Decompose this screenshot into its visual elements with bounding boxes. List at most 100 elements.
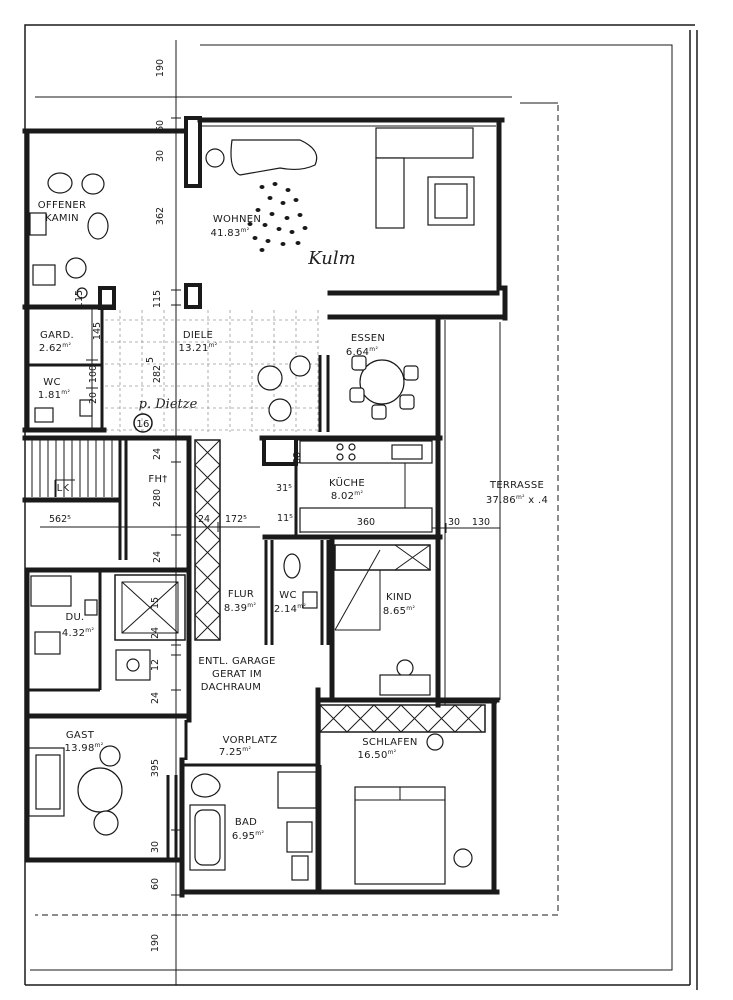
eave-line bbox=[35, 96, 558, 104]
area-unit: m² bbox=[297, 603, 306, 610]
gast-table bbox=[77, 767, 123, 813]
hob-ring bbox=[348, 443, 356, 451]
dim-360: 360 bbox=[357, 517, 375, 528]
dim-24-d: 24 bbox=[150, 627, 161, 639]
dining-chair bbox=[403, 365, 419, 381]
area-value: 8.39 bbox=[224, 603, 247, 614]
walls bbox=[22, 116, 508, 898]
kind-desk bbox=[379, 674, 431, 696]
bad-basin bbox=[190, 773, 221, 798]
plant-dot bbox=[259, 185, 265, 189]
furniture-bedrooms bbox=[28, 659, 473, 885]
piano-stool bbox=[205, 148, 225, 168]
dim-30-terr: 30 bbox=[448, 517, 460, 528]
area-value: 8.02 bbox=[331, 491, 354, 502]
plant-dot bbox=[280, 242, 286, 246]
area-value: 6.64 bbox=[346, 347, 369, 358]
dim-20: 20 bbox=[88, 392, 99, 404]
kind-label: KIND bbox=[386, 592, 412, 603]
marker-number: 16 bbox=[136, 419, 149, 430]
wc-diele-label: WC bbox=[43, 377, 60, 388]
area-unit: m² bbox=[388, 749, 397, 756]
wc-toilet bbox=[79, 399, 93, 417]
wall-flur-right bbox=[264, 540, 274, 645]
wohnen-label: WOHNEN bbox=[213, 214, 261, 225]
schlafen-area: 16.50m² bbox=[358, 749, 397, 761]
cabinet bbox=[115, 649, 151, 681]
dim-24-a: 24 bbox=[152, 448, 163, 460]
dim-115-kueche: 11⁵ bbox=[277, 513, 293, 524]
dim-15: 15 bbox=[150, 597, 161, 609]
plant-dot bbox=[267, 196, 273, 200]
gast-chair bbox=[99, 745, 121, 767]
cabinet-knob bbox=[126, 658, 140, 672]
area-value: 7.25 bbox=[219, 747, 242, 758]
fireplace bbox=[29, 212, 47, 236]
gard-label: GARD. bbox=[40, 330, 74, 341]
dining-chair bbox=[399, 394, 415, 410]
vorplatz-label: VORPLATZ bbox=[223, 735, 278, 746]
bad-toilet bbox=[291, 855, 309, 881]
plant-dot bbox=[280, 201, 286, 205]
flur-area: 8.39m² bbox=[224, 602, 257, 614]
vorplatz-area: 7.25m² bbox=[219, 746, 252, 758]
shaft-cross bbox=[121, 581, 179, 634]
area-unit: m² bbox=[255, 830, 264, 837]
chair bbox=[289, 355, 311, 377]
area-value: 1.81 bbox=[38, 390, 61, 401]
kamin-label-1: OFFENER bbox=[38, 200, 87, 211]
dim-5625: 562⁵ bbox=[49, 514, 71, 525]
area-value: 4.32 bbox=[62, 628, 85, 639]
dim-315: 31⁵ bbox=[276, 483, 292, 494]
plant-dot bbox=[262, 223, 268, 227]
wohnen-area: 41.83m² bbox=[211, 227, 250, 239]
area-value: 13.98 bbox=[65, 743, 95, 754]
schlafen-bed bbox=[354, 786, 446, 885]
dim-30-top: 30 bbox=[155, 150, 166, 162]
terrasse-label: TERRASSE bbox=[489, 480, 544, 491]
hob-ring bbox=[348, 453, 356, 461]
area-unit: m² bbox=[369, 346, 378, 353]
terrace-edge bbox=[438, 322, 501, 704]
terrasse-area: 37.86m² x .4 bbox=[486, 494, 548, 506]
stair-landing-line bbox=[54, 479, 75, 497]
plant-dot bbox=[289, 230, 295, 234]
dim-24-c: 24 bbox=[198, 514, 210, 525]
area-unit: m² bbox=[242, 746, 251, 753]
kueche-area: 8.02m² bbox=[331, 490, 364, 502]
gard-area: 2.62m² bbox=[39, 342, 72, 354]
dim-130: 130 bbox=[472, 517, 490, 528]
area-value: 16.50 bbox=[358, 750, 388, 761]
plant-dot bbox=[297, 213, 303, 217]
bad-area: 6.95m² bbox=[232, 830, 265, 842]
bad-bathtub-inner bbox=[194, 809, 221, 866]
plant-dot bbox=[272, 182, 278, 186]
essen-area: 6.64m² bbox=[346, 346, 379, 358]
armchair bbox=[81, 173, 105, 195]
wardrobe-schlafen-hatch bbox=[319, 704, 483, 733]
plant-dot bbox=[255, 208, 261, 212]
bad-label: BAD bbox=[235, 817, 257, 828]
plant-dot bbox=[259, 248, 265, 252]
dining-chair bbox=[349, 387, 365, 403]
marker-circle bbox=[133, 413, 153, 433]
area-unit: m² bbox=[95, 742, 104, 749]
stool bbox=[76, 287, 88, 299]
dim-190-bot: 190 bbox=[150, 934, 161, 952]
du-basin bbox=[34, 631, 61, 655]
garage-note-3: DACHRAUM bbox=[201, 682, 261, 693]
side-table bbox=[32, 264, 56, 286]
area-value: 8.65 bbox=[383, 606, 406, 617]
armchair bbox=[47, 172, 73, 194]
area-factor: x .4 bbox=[525, 495, 548, 506]
wc-flur-label: WC bbox=[279, 590, 296, 601]
wc-basin bbox=[34, 407, 54, 423]
eave-line-dashed bbox=[35, 105, 559, 916]
wall-wc-right bbox=[320, 540, 330, 645]
dim-362: 362 bbox=[155, 207, 166, 225]
hob-ring bbox=[336, 453, 344, 461]
plant-dot bbox=[284, 216, 290, 220]
area-value: 2.62 bbox=[39, 343, 62, 354]
schlafen-label: SCHLAFEN bbox=[362, 737, 417, 748]
outer-boundary-right bbox=[689, 30, 698, 990]
